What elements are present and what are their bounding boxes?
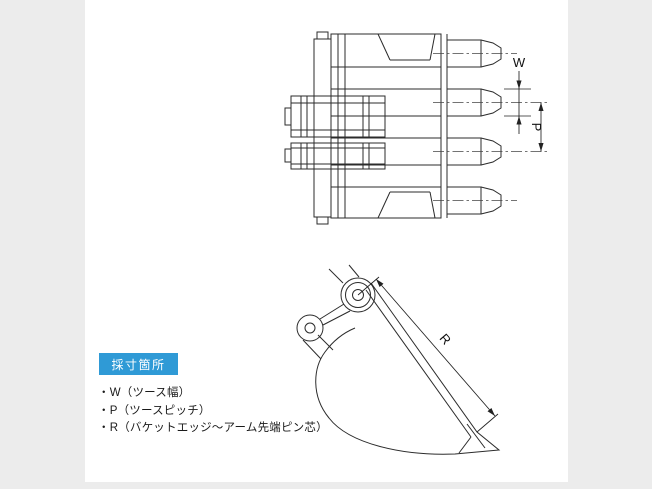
bucket-top-view-diagram: W P: [284, 31, 549, 225]
link-pin-boss: [296, 303, 351, 360]
bucket-profile: [315, 282, 501, 455]
dimension-label-r: R: [437, 331, 454, 348]
bucket-body-plan: [330, 33, 448, 219]
content-area: W P: [85, 0, 568, 482]
legend-item-tooth-width: ・W（ツース幅）: [98, 387, 191, 399]
legend-item-tooth-pitch: ・P（ツースピッチ）: [98, 404, 211, 417]
dimension-w: W: [504, 55, 531, 134]
legend-item-edge-to-pin: ・R（バケットエッジ～アーム先端ピン芯）: [98, 422, 328, 434]
dimension-r: R: [357, 276, 499, 433]
bucket-teeth-plan: [446, 39, 502, 215]
tooth-centerlines: [433, 53, 549, 201]
mount-bracket-plate: [313, 31, 332, 225]
dimension-p: P: [529, 102, 544, 152]
dimension-label-p: P: [529, 123, 544, 132]
dimension-legend: ・W（ツース幅） ・P（ツースピッチ） ・R（バケットエッジ～アーム先端ピン芯）: [98, 385, 328, 438]
bucket-side-view-diagram: R: [296, 264, 501, 455]
measurement-location-label: 採寸箇所: [99, 353, 178, 375]
dimension-label-w: W: [513, 55, 526, 70]
arm-tip-pin-boss: [328, 264, 376, 313]
